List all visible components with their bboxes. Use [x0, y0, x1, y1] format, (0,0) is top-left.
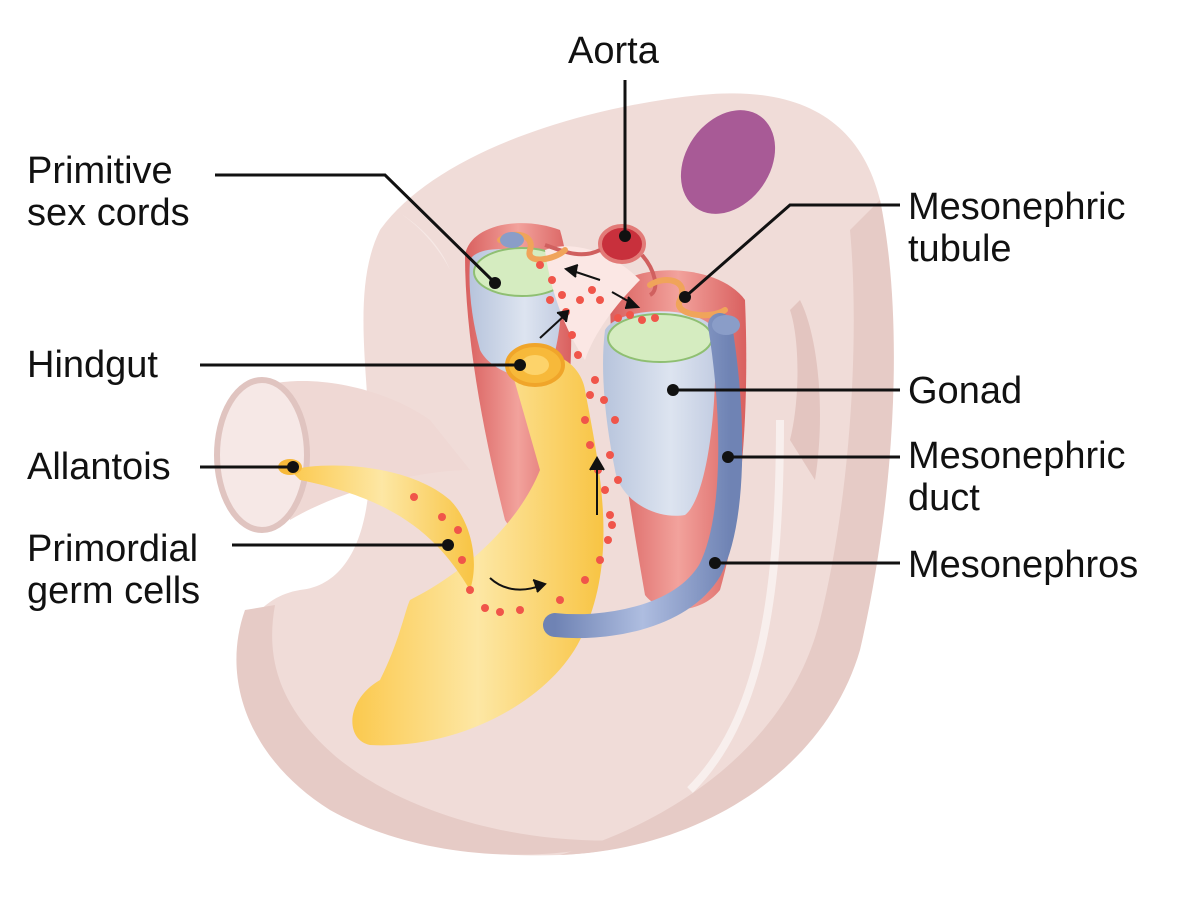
germ-cell-dot	[611, 416, 619, 424]
label-aorta: Aorta	[568, 30, 659, 72]
germ-cell-dot	[574, 351, 582, 359]
label-primordial-germ-cells: Primordial germ cells	[27, 528, 200, 612]
germ-cell-dot	[596, 296, 604, 304]
dorsal-mesentery	[545, 246, 640, 360]
germ-cell-dot	[606, 511, 614, 519]
germ-cell-dot	[568, 331, 576, 339]
germ-cell-dot	[608, 521, 616, 529]
label-primitive-sex-cords: Primitive sex cords	[27, 150, 190, 234]
germ-cell-dot	[638, 316, 646, 324]
germ-cell-dot	[516, 606, 524, 614]
germ-cell-dot	[556, 596, 564, 604]
germ-cell-dot	[651, 314, 659, 322]
label-mesonephric-duct-line1: Mesonephric	[908, 435, 1126, 477]
germ-cell-dot	[546, 296, 554, 304]
germ-cell-dot	[626, 311, 634, 319]
germ-cell-dot	[581, 576, 589, 584]
germ-cell-dot	[438, 513, 446, 521]
germ-cell-dot	[586, 441, 594, 449]
germ-cell-dot	[558, 291, 566, 299]
germ-cell-dot	[458, 556, 466, 564]
label-mesonephros: Mesonephros	[908, 544, 1139, 586]
neural-tube-icon	[680, 110, 776, 214]
germ-cell-dot	[604, 536, 612, 544]
label-primitive-sex-cords-line1: Primitive	[27, 150, 173, 192]
label-allantois: Allantois	[27, 446, 171, 488]
label-primitive-sex-cords-line2: sex cords	[27, 192, 190, 234]
label-gonad: Gonad	[908, 370, 1023, 412]
mesonephric-duct	[500, 232, 743, 639]
germ-cell-dot	[481, 604, 489, 612]
germ-cell-dot	[576, 296, 584, 304]
germ-cell-dot	[606, 451, 614, 459]
label-mesonephric-duct: Mesonephric duct	[908, 435, 1126, 519]
germ-cell-dot	[586, 391, 594, 399]
hindgut-tube	[278, 343, 604, 746]
germ-cell-dot	[614, 476, 622, 484]
label-hindgut: Hindgut	[27, 344, 158, 386]
leader-endpoints	[287, 230, 734, 569]
germ-cell-dot	[454, 526, 462, 534]
germ-cell-dot	[536, 261, 544, 269]
label-mesonephric-duct-line2: duct	[908, 477, 980, 519]
label-mesonephric-tubule-line2: tubule	[908, 228, 1012, 270]
label-mesonephric-tubule-line1: Mesonephric	[908, 186, 1126, 228]
germ-cell-dot	[600, 396, 608, 404]
germ-cell-dot	[614, 314, 622, 322]
germ-cell-dot	[596, 556, 604, 564]
label-primordial-germ-cells-line1: Primordial	[27, 528, 199, 570]
germ-cell-dot	[591, 376, 599, 384]
germ-cell-dot	[410, 493, 418, 501]
germ-cell-dot	[581, 416, 589, 424]
germ-cell-dot	[466, 586, 474, 594]
germ-cell-dot	[548, 276, 556, 284]
aorta-vessel	[544, 224, 658, 297]
label-primordial-germ-cells-line2: germ cells	[27, 570, 201, 612]
label-mesonephric-tubule: Mesonephric tubule	[908, 186, 1126, 270]
allantois-tube	[214, 377, 470, 533]
migration-arrows	[489, 264, 641, 593]
germ-cell-dot	[601, 486, 609, 494]
leader-lines	[200, 80, 900, 565]
germ-cell-dot	[496, 608, 504, 616]
germ-cell-dot	[588, 286, 596, 294]
primordial-germ-cells-dots	[410, 261, 659, 616]
